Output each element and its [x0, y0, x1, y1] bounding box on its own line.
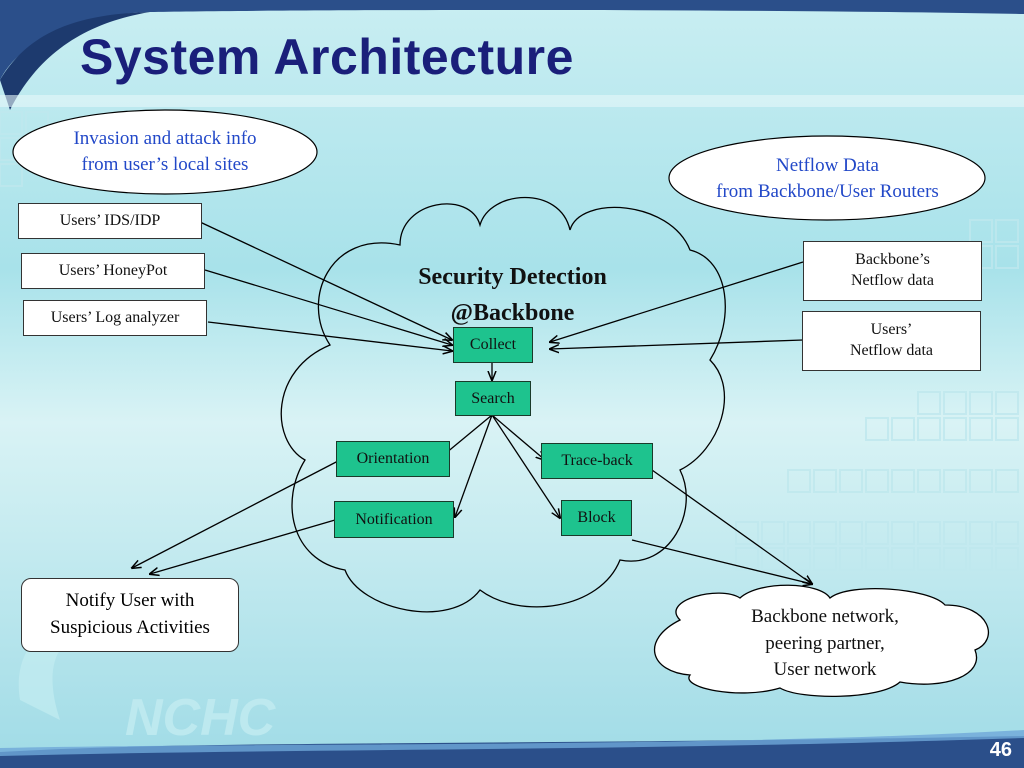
stage-block: Block — [561, 500, 632, 536]
network-label: Backbone network, peering partner, User … — [751, 606, 899, 681]
arrow-block-to-network — [631, 539, 812, 584]
local-sites-oval — [12, 109, 318, 195]
netflow-label: Netflow Data from Backbone/User Routers — [716, 155, 939, 202]
arrow-search-to-block — [491, 414, 560, 518]
source-box-log-analyzer: Users’ Log analyzer — [23, 300, 207, 336]
bottom-accent — [0, 730, 1024, 756]
stage-trace-back: Trace-back — [541, 443, 653, 479]
source-box-backbone-netflow: Backbone’s Netflow data — [803, 241, 982, 301]
arrow-honeypot-to-collect — [204, 269, 452, 345]
arrow-search-to-notification — [455, 414, 493, 517]
notify-user-box: Notify User with Suspicious Activities — [21, 578, 239, 652]
watermark-text: NCHC — [125, 689, 277, 747]
arrow-notification-to-notify — [150, 519, 336, 574]
stage-search: Search — [455, 381, 531, 416]
security-cloud — [280, 197, 726, 613]
top-band — [0, 0, 1024, 80]
arrow-usersnf-to-collect — [550, 339, 804, 349]
source-box-users-netflow: Users’ Netflow data — [802, 311, 981, 371]
arrow-log-to-collect — [207, 321, 452, 351]
arrow-backbone-to-collect — [550, 261, 804, 342]
header-strip — [0, 95, 1024, 107]
stage-collect: Collect — [453, 327, 533, 363]
source-box-honeypot: Users’ HoneyPot — [21, 253, 205, 289]
arrow-ids-to-collect — [199, 221, 452, 340]
arrow-orientation-to-notify — [132, 459, 341, 568]
stage-notification: Notification — [334, 501, 454, 538]
arrows — [132, 221, 812, 584]
arrow-traceback-to-network — [651, 469, 812, 584]
grid-decoration — [0, 111, 1019, 571]
netflow-oval — [668, 135, 986, 221]
stage-orientation: Orientation — [336, 441, 450, 477]
page-title: System Architecture — [80, 29, 574, 85]
arrow-search-to-traceback — [491, 414, 545, 460]
page-number: 46 — [989, 739, 1012, 761]
source-box-ids: Users’ IDS/IDP — [18, 203, 202, 239]
network-cloud — [653, 584, 990, 697]
cloud-title: Security Detection @Backbone — [418, 264, 607, 326]
local-sites-label: Invasion and attack info from user’s loc… — [73, 128, 257, 175]
